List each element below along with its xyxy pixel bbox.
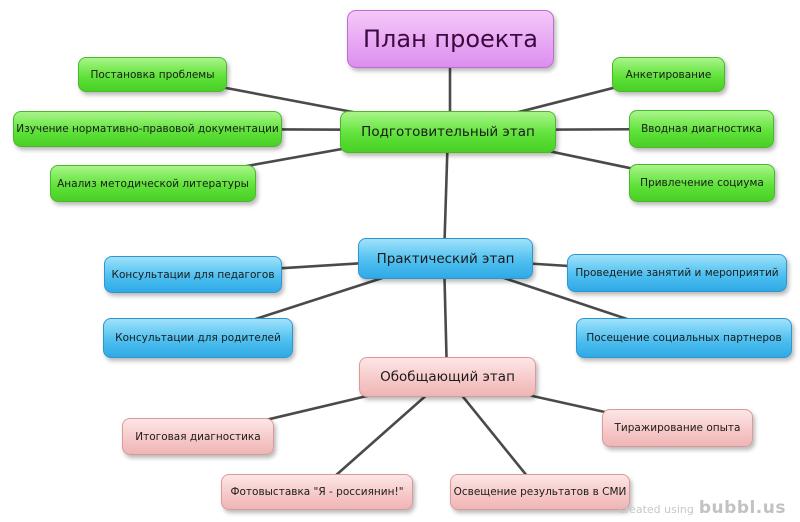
task-node[interactable]: Фотовыставка "Я - россиянин!" <box>221 474 413 510</box>
stage-node-practical[interactable]: Практический этап <box>358 238 533 279</box>
task-label: Проведение занятий и мероприятий <box>575 267 779 279</box>
task-node[interactable]: Проведение занятий и мероприятий <box>567 254 787 292</box>
task-label: Освещение результатов в СМИ <box>453 486 627 498</box>
watermark: created using bubbl.us <box>619 498 786 518</box>
task-label: Консультации для педагогов <box>111 268 275 281</box>
stage-label: Обобщающий этап <box>380 369 515 385</box>
task-node[interactable]: Вводная диагностика <box>629 110 774 148</box>
task-label: Посещение социальных партнеров <box>586 332 782 344</box>
root-node[interactable]: План проекта <box>347 10 554 68</box>
task-label: Тиражирование опыта <box>614 422 741 434</box>
stage-label: Практический этап <box>376 250 515 267</box>
stage-label: Подготовительный этап <box>361 124 535 140</box>
task-node[interactable]: Тиражирование опыта <box>602 409 753 447</box>
root-node-label: План проекта <box>363 25 538 53</box>
task-label: Постановка проблемы <box>90 68 215 81</box>
task-node[interactable]: Консультации для педагогов <box>104 256 282 293</box>
watermark-brand: bubbl.us <box>698 498 786 518</box>
stage-node-generalizing[interactable]: Обобщающий этап <box>359 357 536 397</box>
task-node[interactable]: Посещение социальных партнеров <box>576 318 792 358</box>
task-node[interactable]: Постановка проблемы <box>78 57 227 92</box>
task-node[interactable]: Анализ методической литературы <box>50 165 256 202</box>
task-node[interactable]: Освещение результатов в СМИ <box>450 474 630 510</box>
task-label: Изучение нормативно-правовой документаци… <box>16 123 279 135</box>
task-node[interactable]: Консультации для родителей <box>103 318 293 358</box>
task-node[interactable]: Анкетирование <box>612 57 725 92</box>
stage-node-preparatory[interactable]: Подготовительный этап <box>340 111 556 153</box>
task-label: Анализ методической литературы <box>57 177 249 190</box>
task-node[interactable]: Изучение нормативно-правовой документаци… <box>13 111 282 147</box>
watermark-prefix: created using <box>618 503 694 516</box>
task-label: Привлечение социума <box>640 177 764 189</box>
task-label: Итоговая диагностика <box>135 430 261 443</box>
task-node[interactable]: Итоговая диагностика <box>122 418 274 455</box>
task-label: Фотовыставка "Я - россиянин!" <box>230 486 404 498</box>
task-node[interactable]: Привлечение социума <box>629 164 775 202</box>
task-label: Анкетирование <box>625 68 712 81</box>
task-label: Консультации для родителей <box>115 332 281 344</box>
task-label: Вводная диагностика <box>641 123 762 135</box>
